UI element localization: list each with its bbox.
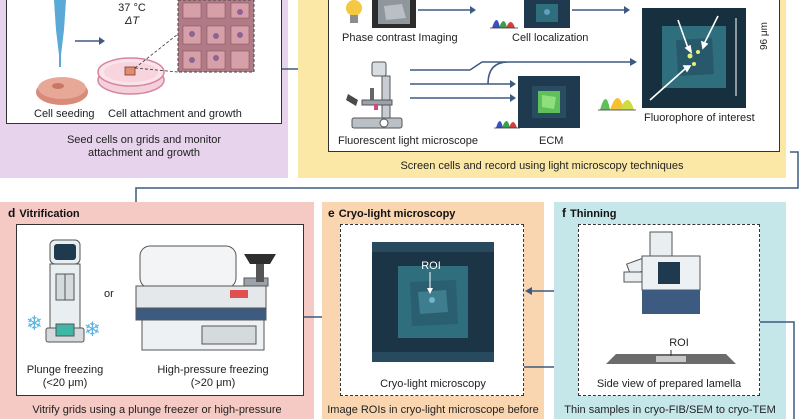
panel-a-caption-2: attachment and growth <box>88 147 200 159</box>
label-ecm: ECM <box>539 135 564 147</box>
panel-a-caption-1: Seed cells on grids and monitor <box>66 134 222 146</box>
label-or: or <box>104 288 114 300</box>
pipette-icon <box>54 0 66 67</box>
temperature-label: 37 °C <box>118 2 146 14</box>
spectrum-icon-localization <box>490 20 518 29</box>
arrow-microscope-branches <box>410 61 516 102</box>
label-cryo-light: Cryo-light microscopy <box>380 378 486 390</box>
panel-c-caption: Screen cells and record using light micr… <box>400 160 684 172</box>
panel-f-title: Thinning <box>570 208 617 220</box>
panel-d-letter: d <box>8 206 16 220</box>
cryo-fib-sem-icon <box>623 231 701 314</box>
plunge-freezer-icon <box>45 239 85 343</box>
arrow-to-fluorophore-curve <box>487 58 637 85</box>
lamella-side-view-icon <box>606 350 736 364</box>
panel-d-caption: Vitrify grids using a plunge freezer or … <box>32 404 282 416</box>
label-hpf-1: High-pressure freezing <box>157 364 269 376</box>
arrow-phase-to-localization <box>418 6 476 14</box>
cell-localization-image <box>524 0 570 28</box>
label-phase-contrast: Phase contrast Imaging <box>342 32 458 44</box>
ecm-image <box>518 76 580 128</box>
panel-f-caption: Thin samples in cryo-FIB/SEM to cryo-TEM <box>564 404 776 416</box>
label-cell-localization: Cell localization <box>512 32 589 44</box>
grid-zoom-image <box>177 0 255 73</box>
cell-seeding-dish-icon <box>36 77 88 105</box>
delta-t-label: ΔT <box>124 15 140 27</box>
label-plunge-1: Plunge freezing <box>26 364 104 376</box>
label-fluorescent-microscope: Fluorescent light microscope <box>338 135 479 147</box>
label-hpf-2: (>20 μm) <box>190 377 236 389</box>
lightbulb-icon <box>346 0 362 23</box>
label-cryo-fib-sem: cryo-FIB/SEM <box>642 318 711 330</box>
label-fluorophore: Fluorophore of interest <box>644 112 755 124</box>
arrow-seeding-to-growth <box>75 37 105 45</box>
roi-label-e: ROI <box>421 260 441 272</box>
spectrum-icon-ecm <box>494 121 520 129</box>
fluorescent-microscope-icon <box>346 61 403 129</box>
panel-e-caption: Image ROIs in cryo-light microscope befo… <box>327 404 539 416</box>
zoom-connector <box>134 33 179 73</box>
label-cell-seeding: Cell seeding <box>34 108 95 120</box>
snowflake-icon-right: ❄ <box>84 319 101 341</box>
roi-label-f: ROI <box>669 337 689 349</box>
snowflake-icon-left: ❄ <box>26 313 43 335</box>
label-cell-attachment: Cell attachment and growth <box>108 108 242 120</box>
fluorophore-image <box>642 8 746 108</box>
panel-f-header: f Thinning <box>562 206 616 220</box>
high-pressure-freezer-icon <box>135 245 276 351</box>
panel-e-letter: e <box>328 206 335 220</box>
phase-contrast-image <box>372 0 416 28</box>
scale-bar-label: 96 μm <box>759 22 770 50</box>
label-plunge-2: (<20 μm) <box>42 377 88 389</box>
panel-f-letter: f <box>562 206 566 220</box>
arrow-localization-to-fluorophore <box>572 6 630 14</box>
arrow-f-exit <box>760 321 795 419</box>
panel-d-title: Vitrification <box>19 208 80 220</box>
petri-dish-icon <box>97 57 165 95</box>
spectrum-icon-large <box>598 98 636 111</box>
label-lamella: Side view of prepared lamella <box>596 378 742 390</box>
panel-e-title: Cryo-light microscopy <box>338 208 456 220</box>
cryo-light-image <box>372 242 494 362</box>
